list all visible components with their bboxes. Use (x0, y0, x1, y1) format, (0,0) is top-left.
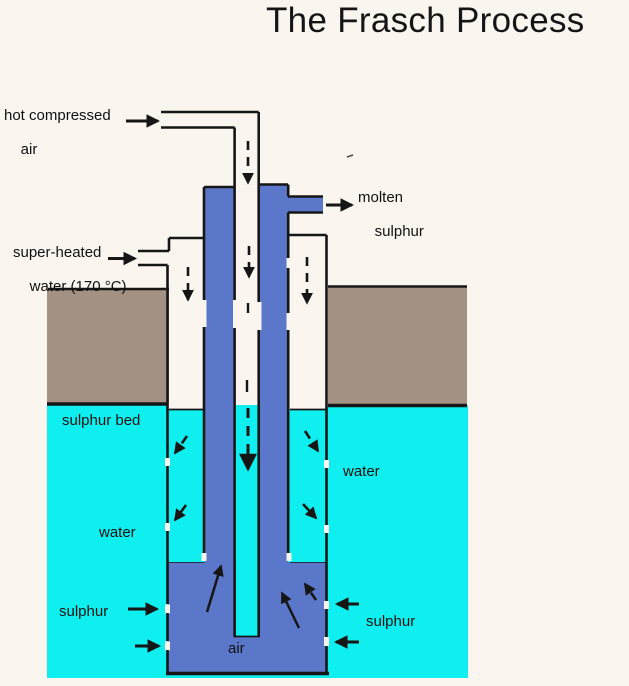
label-water-right: water (343, 463, 380, 480)
sulphur-column-right (259, 184, 288, 562)
label-sulphur-left: sulphur (59, 603, 109, 620)
label-molten-sulphur: molten sulphur (358, 189, 424, 240)
darrow-water-out-left-lower (173, 504, 188, 522)
stray-mark (346, 154, 354, 158)
arrow-chamber-up-left (205, 564, 224, 613)
inner-pipe-liquid (236, 406, 259, 636)
ground-right (328, 287, 467, 406)
ground-layer (47, 285, 467, 406)
label-water-left: water (99, 524, 136, 541)
pipe-walls (138, 110, 354, 673)
darrow-water-out-left-upper (173, 435, 189, 455)
label-sulphur-right: sulphur (366, 613, 416, 630)
darrow-water-out-right-upper (303, 430, 320, 453)
darrow-water-out-right-lower (302, 503, 318, 520)
darrow-chamber-froth (303, 582, 318, 601)
outer-pipe-cap-left (138, 236, 204, 253)
flow-arrows-solid (108, 114, 359, 653)
label-superheated-water: super-heated water (170 °C) (13, 244, 127, 295)
label-sulphur-bed: sulphur bed (62, 412, 141, 429)
label-air-chamber: air (228, 640, 245, 657)
wall-gap-patches (165, 258, 329, 651)
label-hot-compressed-air: hot compressed air (4, 107, 111, 158)
flow-arrows-dashed (173, 141, 320, 601)
annulus-water-left (169, 409, 204, 562)
annulus-water-right (290, 409, 326, 562)
arrow-chamber-up-right (280, 591, 301, 629)
annulus-right-air-gap (289, 403, 327, 409)
diagram-title: The Frasch Process (266, 1, 585, 40)
sulphur-outlet-branch (288, 197, 323, 213)
sulphur-column-left (204, 187, 235, 562)
annulus-left-air-gap (168, 403, 204, 409)
ground-left (47, 290, 169, 405)
